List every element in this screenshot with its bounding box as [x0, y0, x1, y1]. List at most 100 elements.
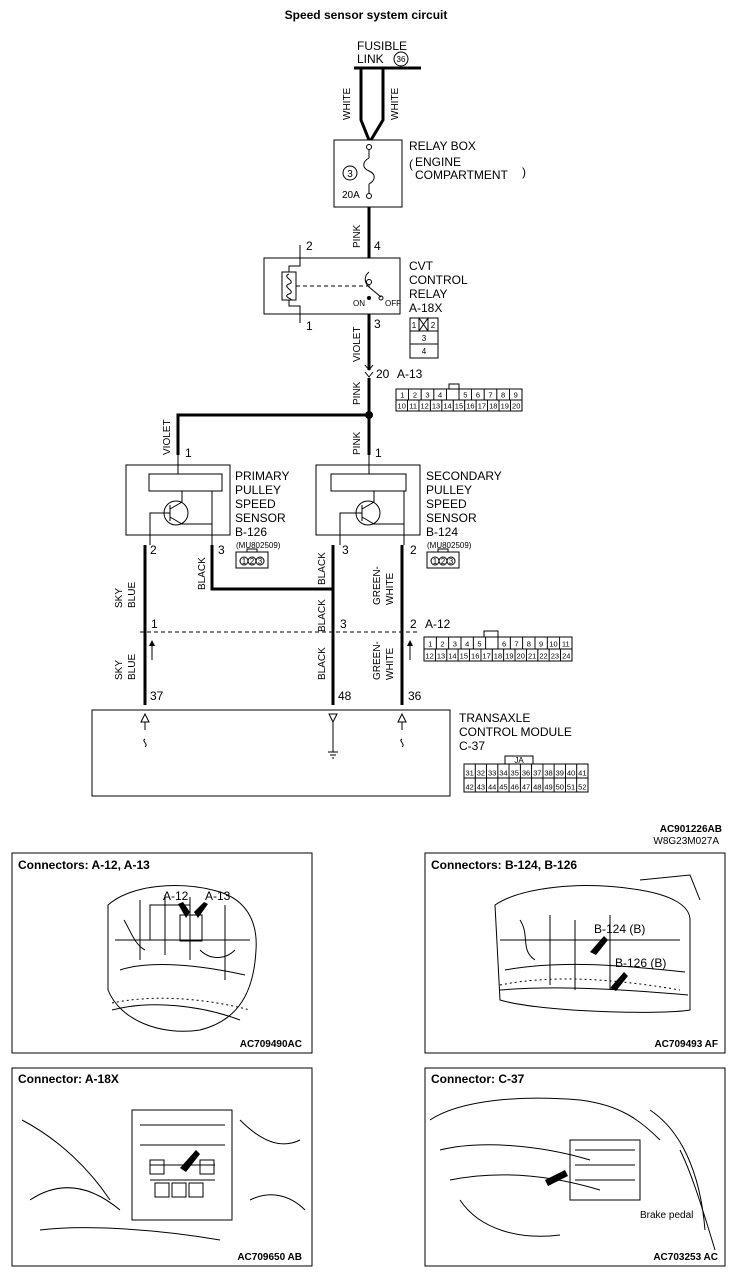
connector-location-panel-a12-a13: Connectors: A-12, A-13 A-12 A-13 AC70949…: [11, 852, 313, 1054]
connector-pin-label: 5: [463, 391, 467, 400]
primary-sensor-label-4: SENSOR: [235, 511, 286, 525]
a13-junction-marks: [364, 364, 374, 378]
tcm-input-symbol: [397, 712, 407, 748]
svg-text:2: 2: [441, 557, 446, 566]
secondary-sensor-label-2: PULLEY: [426, 483, 472, 497]
connector-pin-label: 1: [428, 640, 432, 649]
panel-title: Connectors: A-12, A-13: [18, 858, 150, 872]
green-white-label-1b: WHITE: [385, 572, 396, 605]
pink-wire-label-2: PINK: [352, 381, 363, 405]
page-title: Speed sensor system circuit: [285, 8, 448, 22]
connector-pin-label: 18: [494, 652, 502, 661]
a12-pin-2: 2: [410, 617, 417, 631]
connector-pin-label: 16: [471, 652, 479, 661]
relay-box-label-2: ENGINE: [415, 155, 461, 169]
ground-icon: [328, 713, 338, 759]
connector-pin-label: 15: [460, 652, 468, 661]
relay-switch-icon: [364, 271, 384, 301]
panel-title: Connectors: B-124, B-126: [431, 858, 577, 872]
fuse-icon: [363, 144, 375, 199]
relay-coil-wire-top: [288, 245, 301, 272]
panel-callout: Brake pedal: [640, 1210, 693, 1221]
a13-connector: A-13: [397, 367, 423, 381]
connector-pin-label: 15: [455, 402, 463, 411]
relay-box-label-paren-open: (: [409, 157, 413, 171]
connector-pin-cell: [576, 777, 589, 793]
primary-pulley-speed-sensor: [125, 464, 231, 536]
primary-sensor-pin-2: 2: [150, 543, 157, 557]
cvt-relay-pin-3: 3: [374, 317, 381, 331]
connector-pin-label: 50: [556, 783, 564, 792]
white-wire-right: [369, 68, 385, 141]
primary-sensor-label: PRIMARY: [235, 469, 289, 483]
fusible-link-label: FUSIBLE: [357, 39, 407, 53]
relay-box-fuse-number-circle: [342, 165, 358, 181]
tcm-label: TRANSAXLE: [459, 711, 530, 725]
cvt-relay-connector: A-18X: [409, 301, 442, 315]
secondary-sensor-label: SECONDARY: [426, 469, 502, 483]
cvt-relay-pin-4: 4: [374, 239, 381, 253]
connector-pin-label: 19: [501, 402, 509, 411]
a12-pin-1: 1: [151, 617, 158, 631]
svg-text:4: 4: [422, 347, 427, 356]
connector-pin-cell: [560, 648, 573, 662]
callout-arrow-icon: [180, 1150, 200, 1172]
sky-blue-label-2: SKY: [114, 660, 125, 680]
engine-bay-illustration: [107, 885, 257, 1032]
connector-pin-label: 24: [562, 652, 570, 661]
connector-pin-label: 14: [443, 402, 451, 411]
connector-pin-label: 8: [501, 391, 505, 400]
tcm-label-2: CONTROL MODULE: [459, 725, 572, 739]
connector-pin-label: 11: [409, 402, 417, 411]
connector-pin-label: 51: [567, 783, 575, 792]
svg-text:1: 1: [242, 557, 247, 566]
connector-pin-label: 47: [522, 783, 530, 792]
connector-pin-label: 21: [528, 652, 536, 661]
connector-pin-label: 20: [517, 652, 525, 661]
panel-code: AC709650 AB: [237, 1252, 302, 1263]
connector-pin-label: 46: [511, 783, 519, 792]
panel-code: AC703253 AC: [653, 1252, 718, 1263]
svg-text:2: 2: [431, 321, 436, 330]
secondary-sensor-pin-3: 3: [342, 543, 349, 557]
callout-arrow-icon: [194, 902, 208, 918]
figure-code-2: W8G23M027A: [653, 836, 719, 847]
secondary-sensor-connector-diagram: 1 2 3: [426, 548, 460, 569]
relay-box: [333, 139, 403, 208]
tcm-pin-36: 36: [408, 689, 422, 703]
cvt-relay-label: CVT: [409, 259, 434, 273]
panel-callout-2: B-126 (B): [615, 956, 666, 970]
callout-arrow-icon: [545, 1170, 568, 1186]
panel-code: AC709490AC: [240, 1039, 302, 1050]
connector-pin-label: 35: [511, 769, 519, 778]
transistor-icon: [339, 491, 405, 545]
primary-sensor-part: (MU802509): [236, 541, 281, 550]
secondary-pulley-speed-sensor: [315, 464, 421, 536]
connector-pin-label: 16: [466, 402, 474, 411]
white-wire-label-right: WHITE: [390, 87, 401, 120]
figure-code: AC901226AB: [660, 824, 722, 835]
a12-pin-3: 3: [340, 617, 347, 631]
connector-pin-label: 4: [465, 640, 469, 649]
connector-pin-label: 17: [482, 652, 490, 661]
tcm-connector: C-37: [459, 739, 485, 753]
relay-box-fuse-number: 3: [347, 169, 353, 180]
black-wire-label-2: BLACK: [317, 552, 328, 585]
connector-pin-label: 13: [437, 652, 445, 661]
connector-pin-label: 34: [499, 769, 507, 778]
a13-pin-20: 20: [376, 367, 390, 381]
connector-pin-label: 48: [533, 783, 541, 792]
connector-location-panel-b124-b126: Connectors: B-124, B-126 B-124 (B) B-126…: [424, 852, 726, 1054]
panel-callout: B-124 (B): [594, 922, 645, 936]
relay-off-label: OFF: [385, 299, 401, 308]
connector-pin-label: 42: [465, 783, 473, 792]
connector-pin-label: 9: [539, 640, 543, 649]
connector-pin-label: 6: [476, 391, 480, 400]
connector-pin-cell: [445, 388, 460, 401]
dashboard-illustration: [429, 1097, 716, 1251]
connector-pin-label: 6: [502, 640, 506, 649]
connector-pin-label: 2: [413, 391, 417, 400]
